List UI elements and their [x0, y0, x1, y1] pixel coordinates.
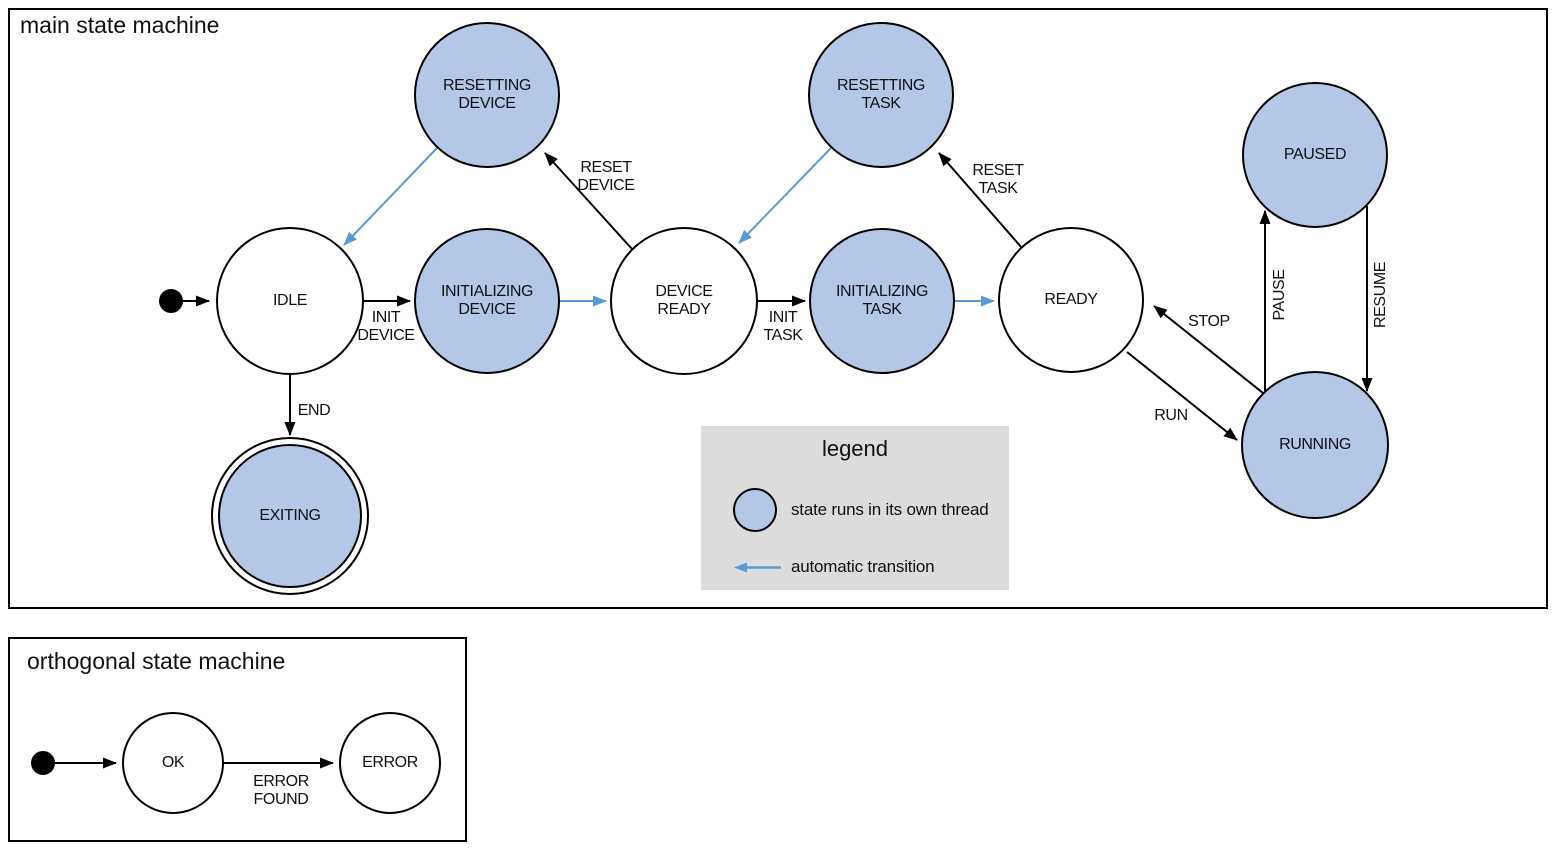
ortho-initial-state-dot: [31, 751, 55, 775]
state-label-running: RUNNING: [1279, 436, 1351, 454]
edge-ready-to-resetting-task: [938, 152, 1023, 249]
state-circle-resetting-task: [808, 22, 954, 168]
state-circle-idle: [216, 227, 364, 375]
transition-label-end: END: [297, 402, 331, 420]
transition-label-init-device: INIT DEVICE: [357, 309, 415, 344]
transition-label-reset-task: RESET TASK: [972, 162, 1024, 197]
legend-item-automatic-label: automatic transition: [791, 557, 935, 576]
auto-transition-arrow-icon: [734, 562, 781, 573]
state-circle-initializing-device: [414, 228, 560, 374]
state-circle-resetting-device: [414, 22, 560, 168]
state-circle-paused: [1242, 82, 1388, 228]
threaded-state-swatch-icon: [733, 488, 777, 532]
state-label-exiting: EXITING: [259, 507, 321, 525]
state-label-initializing-task: INITIALIZING TASK: [835, 283, 929, 318]
edge-ready-to-running-run: [1126, 351, 1238, 441]
state-circle-device-ready: [610, 227, 758, 375]
legend: legend state runs in its own thread auto…: [701, 426, 1009, 590]
state-circle-exiting-inner: [218, 444, 362, 588]
state-label-resetting-task: RESETTING TASK: [837, 77, 925, 112]
transition-label-stop: STOP: [1188, 313, 1230, 331]
legend-item-threaded-label: state runs in its own thread: [791, 500, 989, 519]
state-label-ok: OK: [161, 754, 185, 772]
state-label-device-ready: DEVICE READY: [655, 283, 713, 318]
ortho-panel-title: orthogonal state machine: [27, 648, 286, 674]
initial-state-dot: [159, 289, 183, 313]
state-label-error: ERROR: [362, 754, 418, 772]
state-label-idle: IDLE: [273, 292, 307, 310]
transition-label-pause: PAUSE: [1271, 269, 1289, 321]
transition-label-error-found: ERROR FOUND: [253, 773, 309, 808]
legend-title: legend: [821, 436, 889, 461]
state-label-paused: PAUSED: [1283, 146, 1347, 164]
transition-label-run: RUN: [1154, 407, 1188, 425]
state-label-initializing-device: INITIALIZING DEVICE: [440, 283, 534, 318]
transition-label-init-task: INIT TASK: [763, 309, 803, 344]
transition-label-resume: RESUME: [1372, 261, 1390, 329]
state-circle-running: [1241, 371, 1389, 519]
edge-running-to-ready-stop: [1153, 305, 1264, 394]
state-circle-ready: [998, 227, 1144, 373]
edge-device-ready-to-resetting-device: [544, 152, 633, 250]
edge-resetting-task-to-device-ready-auto: [738, 147, 832, 244]
transition-label-reset-device: RESET DEVICE: [577, 159, 635, 194]
edge-resetting-device-to-idle-auto: [343, 147, 438, 246]
state-label-ready: READY: [1044, 291, 1098, 309]
main-panel-title: main state machine: [20, 12, 220, 38]
state-circle-initializing-task: [809, 228, 955, 374]
state-label-resetting-device: RESETTING DEVICE: [443, 77, 531, 112]
state-circle-error: [339, 712, 441, 814]
